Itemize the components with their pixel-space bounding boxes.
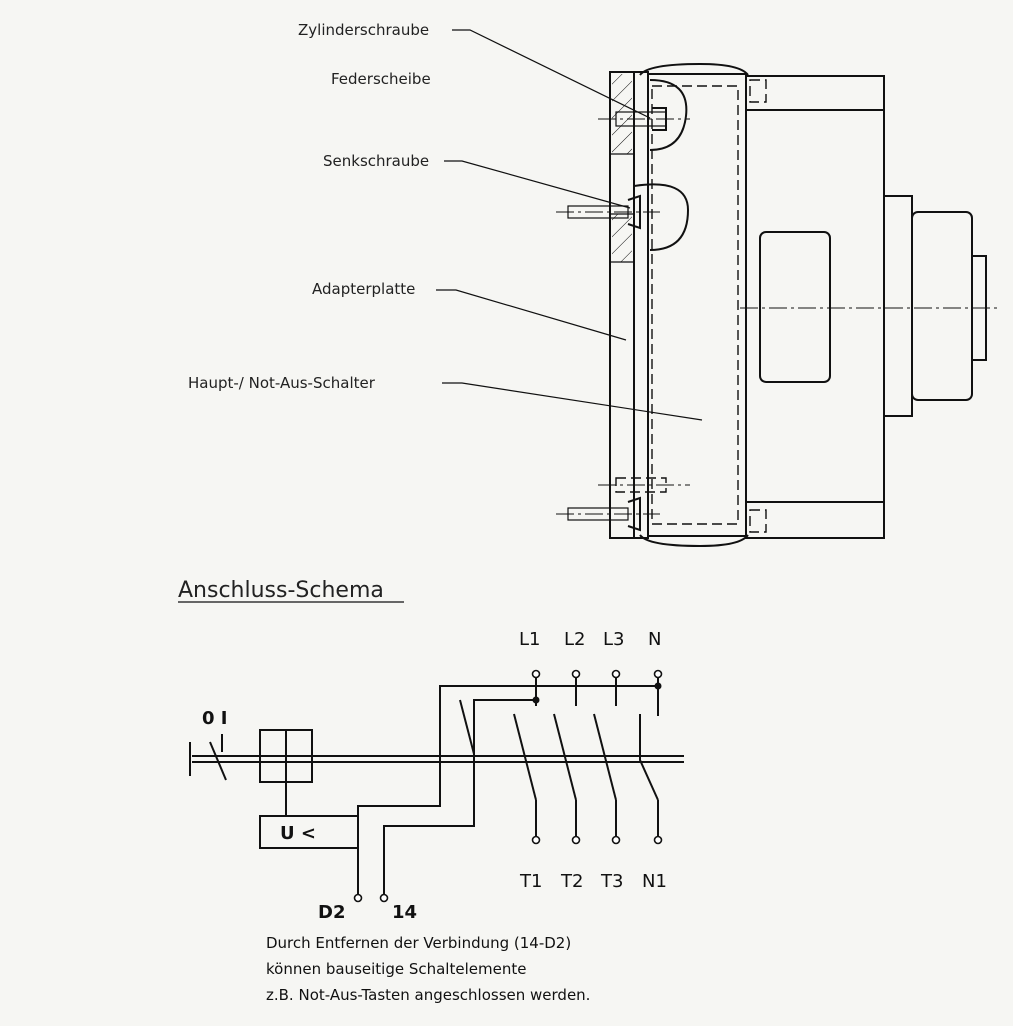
note-line-1: Durch Entfernen der Verbindung (14-D2) [266, 934, 571, 952]
output-terminals [531, 835, 663, 845]
label-adapterplatte: Adapterplatte [312, 280, 415, 298]
terminal-label-14: 14 [392, 902, 417, 923]
leader-senkschraube [444, 160, 631, 209]
switch-housing [740, 75, 1000, 539]
schema-title: Anschluss-Schema [178, 578, 384, 603]
manual-handle [209, 734, 227, 781]
terminal-label-n1: N1 [642, 871, 667, 892]
cylinder-screw [598, 107, 690, 131]
terminal-14 [379, 893, 389, 903]
label-federscheibe: Federscheibe [331, 70, 431, 88]
leader-adapterplatte [436, 289, 627, 341]
input-terminals [531, 669, 663, 716]
leader-hauptschalter [442, 382, 703, 421]
aux-wiring [357, 682, 662, 896]
bottom-screws [556, 477, 690, 532]
note-line-3: z.B. Not-Aus-Tasten angeschlossen werden… [266, 986, 590, 1004]
terminal-label-l1: L1 [519, 629, 540, 650]
terminal-d2 [353, 893, 363, 903]
leader-zylinderschraube [452, 29, 651, 119]
undervoltage-release [259, 815, 359, 896]
mechanical-linkage [189, 742, 684, 776]
terminal-label-t3: T3 [600, 871, 623, 892]
assembly-drawing: Zylinderschraube Federscheibe Senkschrau… [188, 21, 1000, 548]
wiring-schema: Anschluss-Schema L1 L2 L3 N [178, 578, 684, 1004]
terminal-label-d2: D2 [318, 902, 345, 923]
switch-front-block [633, 62, 749, 548]
terminal-label-t1: T1 [519, 871, 542, 892]
terminal-label-t2: T2 [560, 871, 583, 892]
label-hauptschalter: Haupt-/ Not-Aus-Schalter [188, 374, 376, 392]
undervoltage-label: U < [280, 823, 316, 844]
coupling-box [259, 729, 313, 816]
terminal-label-l3: L3 [603, 629, 624, 650]
note-line-2: können bauseitige Schaltelemente [266, 960, 526, 978]
terminal-label-n: N [648, 629, 661, 650]
switch-positions-label: 0 I [202, 708, 228, 729]
label-zylinderschraube: Zylinderschraube [298, 21, 429, 39]
countersunk-screw [556, 194, 660, 230]
adapter-plate [609, 71, 635, 539]
label-senkschraube: Senkschraube [323, 152, 429, 170]
switch-contacts [459, 699, 659, 836]
terminal-label-l2: L2 [564, 629, 585, 650]
